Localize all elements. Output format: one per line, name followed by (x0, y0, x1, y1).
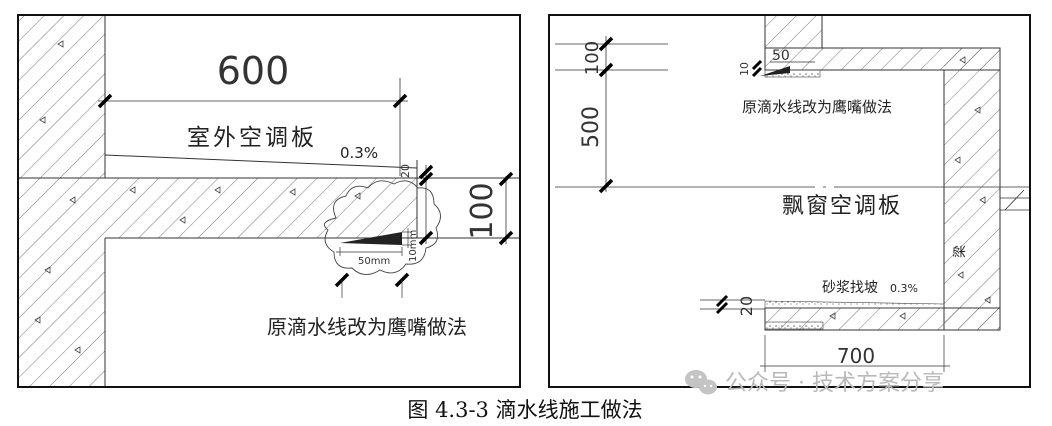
right-beam-label: 梁 (953, 245, 968, 258)
right-note: 原滴水线改为鹰嘴做法 (742, 98, 892, 116)
left-wall (19, 16, 105, 386)
right-drip-beak (760, 66, 790, 76)
left-slope-text: 0.3% (340, 144, 378, 162)
left-aggregate-marks (34, 40, 361, 354)
figure-caption: 图 4.3-3 滴水线施工做法 (407, 398, 642, 422)
right-slope-text: 0.3% (890, 282, 918, 295)
right-frame (548, 14, 1031, 388)
left-slope-line (104, 154, 418, 169)
left-drip-beak (340, 232, 402, 245)
left-dim-20: 20 (399, 164, 412, 178)
left-dim-600: 600 (217, 49, 290, 93)
right-mortar-slope (764, 300, 945, 309)
right-dim-10: 10 (738, 62, 751, 76)
right-wall (944, 48, 1000, 330)
left-revision-cloud (323, 180, 441, 275)
right-dim-700: 700 (837, 344, 875, 368)
watermark-text: 公众号 · 技术方案分享 (725, 371, 944, 396)
watermark: 公众号 · 技术方案分享 (685, 370, 944, 396)
right-bottom-slab (765, 308, 1000, 330)
right-dim-500: 500 (579, 106, 604, 148)
left-frame (17, 14, 521, 388)
right-slab-label: 飘窗空调板 (782, 194, 902, 219)
right-dim-50: 50 (772, 48, 790, 64)
left-slab (105, 178, 417, 238)
right-mortar-label: 砂浆找坡 (822, 280, 878, 296)
left-dim-10mm: 10mm (408, 230, 419, 262)
wechat-icon (685, 370, 717, 395)
right-dim-20: 20 (737, 296, 756, 316)
right-detail-panel: 梁 100 500 50 10 原滴水线改为鹰嘴做法 (548, 14, 1031, 388)
left-note: 原滴水线改为鹰嘴做法 (267, 315, 467, 339)
left-detail-panel: 600 室外空调板 0.3% 20 100 10mm 50mm 原滴水线改为鹰嘴… (17, 14, 521, 388)
right-dim-100: 100 (582, 41, 603, 75)
left-dim-50mm: 50mm (358, 256, 390, 267)
right-aggregate-marks (829, 56, 991, 320)
right-top-stub (765, 16, 822, 48)
right-top-slab (765, 48, 1000, 70)
left-dim-100: 100 (465, 182, 500, 239)
left-slab-label: 室外空调板 (187, 125, 317, 151)
